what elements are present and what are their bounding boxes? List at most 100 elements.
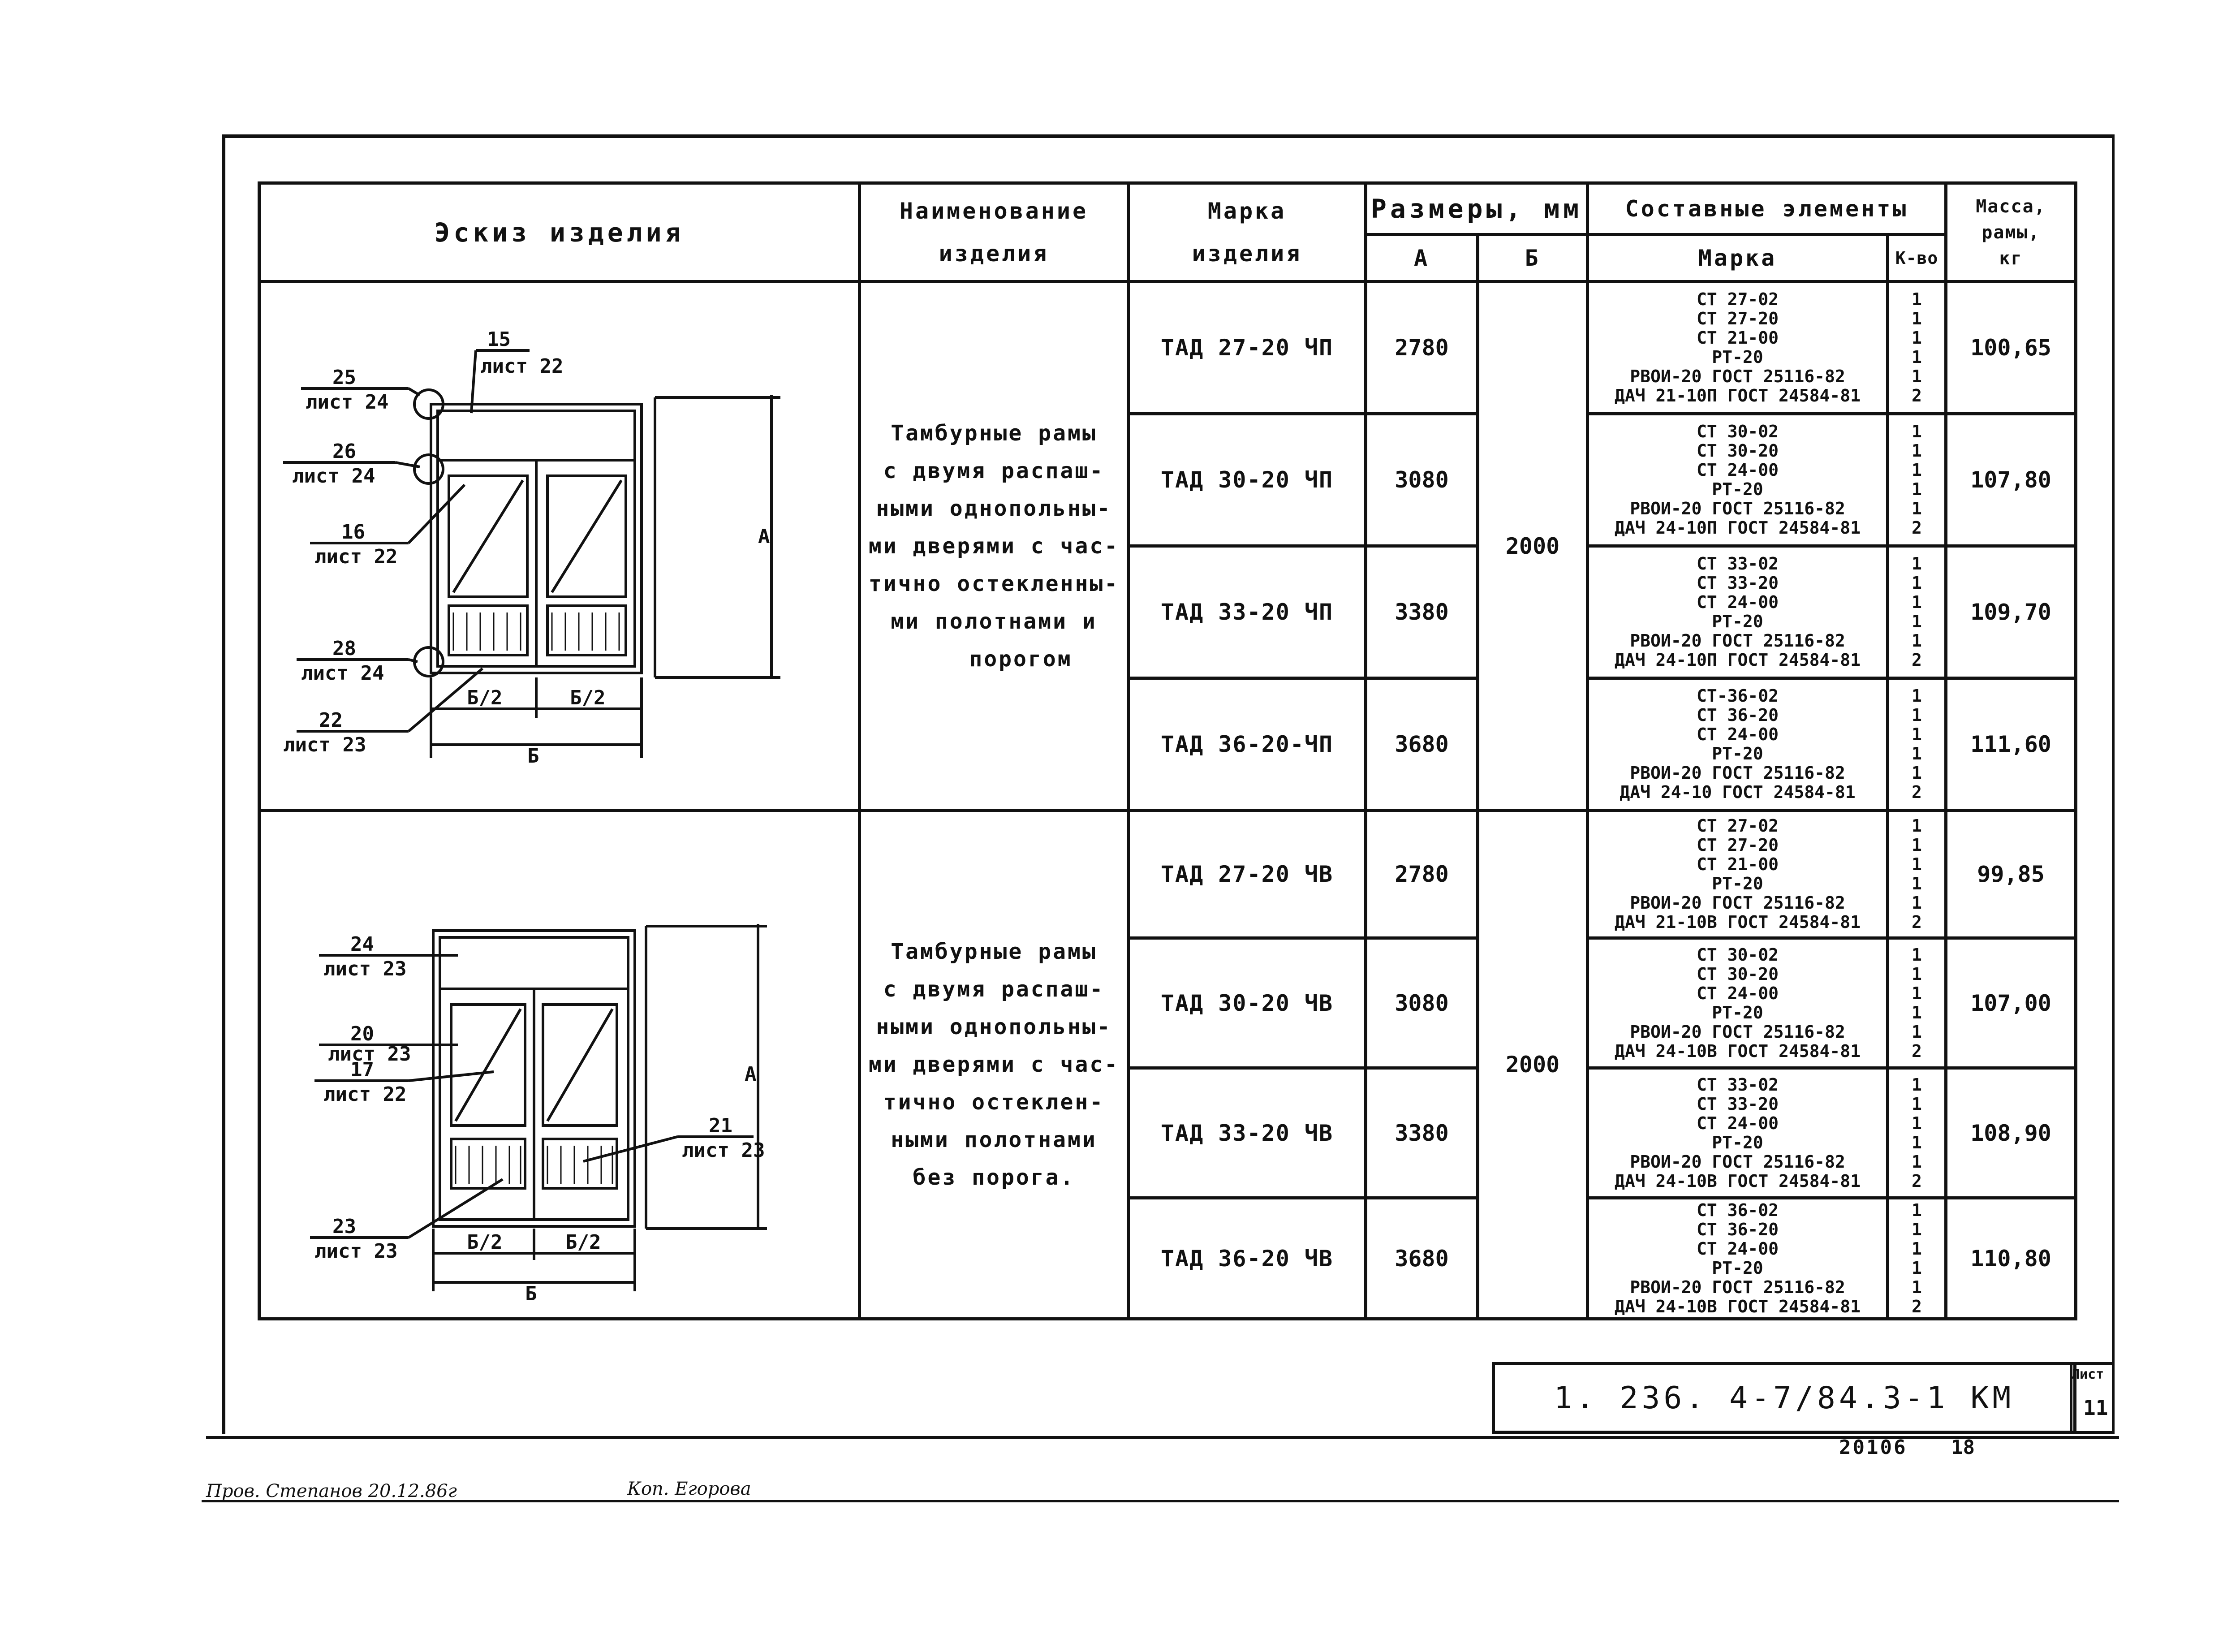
qty-g1-r1: 1 1 1 1 1 2 — [1886, 280, 1947, 415]
comp-item: РТ-20 — [1712, 744, 1763, 763]
header-comp-qty: К-во — [1886, 233, 1947, 283]
qty-item: 2 — [1912, 1296, 1922, 1316]
comp-item: СТ 30-20 — [1696, 441, 1779, 461]
components-g2-r3: СТ 33-02 СТ 33-20 СТ 24-00 РТ-20 РВОИ-20… — [1586, 1066, 1889, 1199]
mass-g1-r4: 111,60 — [1944, 677, 2077, 812]
sketch1-label-16: 16 — [341, 521, 365, 543]
comp-item: СТ 30-02 — [1696, 422, 1779, 441]
components-g1-r1: СТ 27-02 СТ 27-20 СТ 21-00 РТ-20 РВОИ-20… — [1586, 280, 1889, 415]
size-a-g1-r4: 3680 — [1364, 677, 1479, 812]
sketch1-label-15-sheet: лист 22 — [480, 355, 563, 378]
sketch1-dim-half-left: Б/2 — [467, 686, 502, 709]
components-g1-r3: СТ 33-02 СТ 33-20 СТ 24-00 РТ-20 РВОИ-20… — [1586, 544, 1889, 680]
specification-table: Эскиз изделия Наименование изделия Марка… — [258, 181, 2077, 1320]
sketch-group-2: 24 лист 23 20 лист 23 17 лист 22 21 лист… — [258, 809, 861, 1320]
size-b-group-1: 2000 — [1476, 280, 1589, 812]
comp-item: СТ 24-00 — [1696, 1238, 1779, 1259]
header-mass-line1: Масса, — [1976, 196, 2046, 217]
mass-g1-r3: 109,70 — [1944, 544, 2077, 680]
header-size-b: Б — [1476, 233, 1589, 283]
qty-item: 1 — [1912, 328, 1922, 348]
qty-item: 1 — [1912, 893, 1922, 913]
sketch2-label-20: 20 — [350, 1022, 374, 1045]
mark-g1-r1: ТАД 27-20 ЧП — [1127, 280, 1367, 415]
qty-item: 1 — [1912, 479, 1922, 499]
qty-item: 1 — [1912, 1022, 1922, 1042]
comp-item: СТ 33-02 — [1696, 554, 1779, 574]
sketch2-label-24-sheet: лист 23 — [323, 958, 406, 980]
mark-g2-r3: ТАД 33-20 ЧВ — [1127, 1066, 1367, 1199]
qty-g2-r1: 1 1 1 1 1 2 — [1886, 809, 1947, 940]
qty-item: 1 — [1912, 441, 1922, 461]
copied-by-signature: Коп. Егорова — [627, 1479, 751, 1499]
comp-item: ДАЧ 24-10В ГОСТ 24584-81 — [1614, 1296, 1861, 1316]
comp-item: РВОИ-20 ГОСТ 25116-82 — [1630, 893, 1845, 913]
qty-g2-r4: 1 1 1 1 1 2 — [1886, 1196, 1947, 1320]
qty-item: 1 — [1912, 1002, 1922, 1022]
comp-item: РТ-20 — [1712, 1002, 1763, 1022]
comp-item: СТ 27-02 — [1696, 289, 1779, 309]
comp-item: СТ 30-02 — [1696, 945, 1779, 965]
name2-line4: ми дверями с час- — [868, 1052, 1120, 1077]
size-a-g2-r4: 3680 — [1364, 1196, 1479, 1320]
size-a-g1-r3: 3380 — [1364, 544, 1479, 680]
sketch2-dim-a: А — [745, 1063, 757, 1086]
qty-item: 1 — [1912, 835, 1922, 855]
sketch2-label-23-sheet: лист 23 — [314, 1240, 397, 1263]
product-name-group-1: Тамбурные рамы с двумя распаш- ными одно… — [858, 280, 1130, 812]
name1-line1: Тамбурные рамы — [891, 420, 1097, 446]
qty-g2-r3: 1 1 1 1 1 2 — [1886, 1066, 1947, 1199]
comp-item: РТ-20 — [1712, 347, 1763, 367]
size-b-group-2: 2000 — [1476, 809, 1589, 1320]
sketch2-dim-half-left: Б/2 — [467, 1231, 502, 1254]
size-a-g1-r2: 3080 — [1364, 412, 1479, 548]
qty-item: 2 — [1912, 518, 1922, 538]
components-g2-r4: СТ 36-02 СТ 36-20 СТ 24-00 РТ-20 РВОИ-20… — [1586, 1196, 1889, 1320]
header-name-line2: изделия — [939, 240, 1049, 267]
qty-item: 1 — [1912, 705, 1922, 725]
qty-item: 1 — [1912, 1258, 1922, 1278]
qty-item: 1 — [1912, 744, 1922, 763]
header-mark-line1: Марка — [1207, 198, 1287, 224]
sketch1-dim-a: А — [758, 525, 770, 548]
name1-line4: ми дверями с час- — [868, 533, 1120, 559]
qty-item: 1 — [1912, 1277, 1922, 1297]
comp-item: СТ 27-20 — [1696, 309, 1779, 328]
header-mark: Марка изделия — [1127, 181, 1367, 283]
frame-bottom-line — [206, 1436, 2119, 1439]
qty-item: 1 — [1912, 499, 1922, 518]
name2-line5: тично остеклен- — [883, 1090, 1105, 1115]
door-frame-sketch-2: 24 лист 23 20 лист 23 17 лист 22 21 лист… — [310, 924, 767, 1305]
qty-item: 1 — [1912, 816, 1922, 836]
sketch1-label-26-sheet: лист 24 — [292, 465, 375, 487]
sketch2-label-20-sheet: лист 23 — [328, 1043, 411, 1065]
header-name-line1: Наименование — [899, 198, 1089, 224]
product-name-group-2: Тамбурные рамы с двумя распаш- ными одно… — [858, 809, 1130, 1320]
comp-item: СТ 21-00 — [1696, 328, 1779, 348]
sketch1-label-16-sheet: лист 22 — [314, 545, 397, 568]
qty-item: 1 — [1912, 725, 1922, 744]
comp-item: ДАЧ 24-10 ГОСТ 24584-81 — [1620, 782, 1856, 802]
mark-g2-r1: ТАД 27-20 ЧВ — [1127, 809, 1367, 940]
comp-item: РВОИ-20 ГОСТ 25116-82 — [1630, 499, 1845, 518]
components-g1-r2: СТ 30-02 СТ 30-20 СТ 24-00 РТ-20 РВОИ-20… — [1586, 412, 1889, 548]
name2-line2: с двумя распаш- — [883, 977, 1105, 1002]
sketch1-label-25-sheet: лист 24 — [306, 391, 388, 414]
comp-item: СТ 24-00 — [1696, 983, 1779, 1003]
sketch2-label-17-sheet: лист 22 — [323, 1083, 406, 1106]
qty-item: 1 — [1912, 763, 1922, 783]
qty-item: 1 — [1912, 1074, 1922, 1095]
name1-line6: ми полотнами и — [891, 608, 1097, 634]
qty-item: 1 — [1912, 1200, 1922, 1220]
qty-item: 1 — [1912, 554, 1922, 574]
checked-by-signature: Пров. Степанов 20.12.86г — [206, 1481, 457, 1501]
comp-item: РВОИ-20 ГОСТ 25116-82 — [1630, 631, 1845, 651]
qty-item: 1 — [1912, 631, 1922, 651]
comp-item: РВОИ-20 ГОСТ 25116-82 — [1630, 367, 1845, 386]
mass-g1-r2: 107,80 — [1944, 412, 2077, 548]
comp-item: СТ 24-00 — [1696, 1113, 1779, 1133]
sketch1-label-22-sheet: лист 23 — [283, 733, 366, 756]
size-a-g2-r1: 2780 — [1364, 809, 1479, 940]
sketch1-label-15: 15 — [487, 328, 511, 351]
name2-line7: без порога. — [913, 1165, 1075, 1190]
